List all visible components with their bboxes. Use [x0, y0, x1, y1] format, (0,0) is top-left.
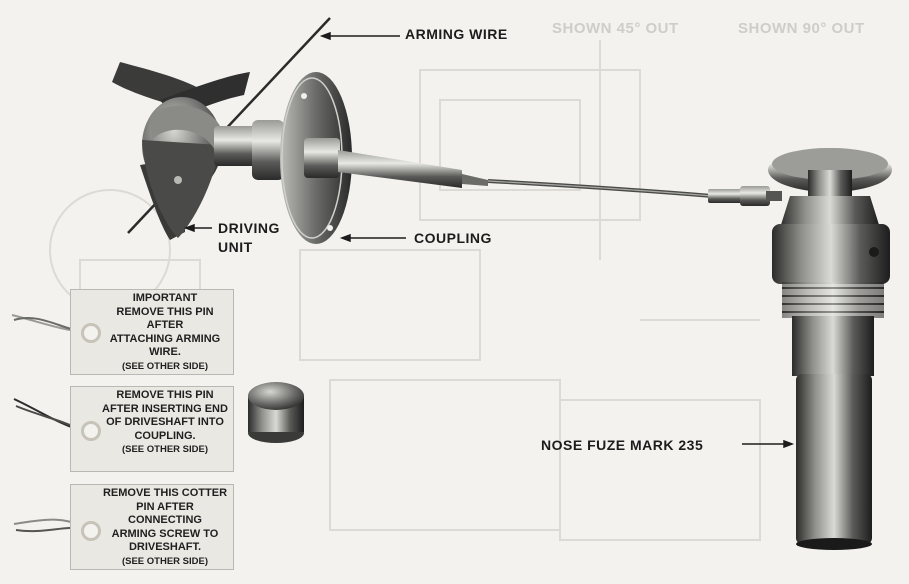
tag-hole: [81, 323, 101, 343]
tag-3-see-other-side: (SEE OTHER SIDE): [121, 555, 209, 567]
tag-2-line-1: REMOVE THIS PIN: [116, 389, 214, 401]
hub: [214, 126, 264, 166]
tag-hole: [81, 521, 101, 541]
collar: [252, 120, 284, 180]
instruction-tag-2: REMOVE THIS PIN AFTER INSERTING END OF D…: [70, 386, 234, 472]
nose-fuze-label: NOSE FUZE MARK 235: [541, 437, 704, 453]
coupling-label: COUPLING: [414, 230, 492, 246]
tag-3-line-2: PIN AFTER CONNECTING: [128, 500, 202, 527]
driving-unit-label-line1: DRIVING: [218, 220, 280, 236]
tag-3-line-1: REMOVE THIS COTTER: [102, 487, 228, 499]
nose-fuze-body: [768, 148, 892, 550]
driving-unit: [112, 62, 250, 240]
bg-text-45-out: SHOWN 45° OUT: [552, 20, 679, 37]
coupling-boss: [304, 138, 340, 178]
arming-wire-label: ARMING WIRE: [405, 26, 508, 42]
instruction-tag-1: IMPORTANT REMOVE THIS PIN AFTER ATTACHIN…: [70, 289, 234, 375]
tag-hole: [81, 421, 101, 441]
drive-shaft: [338, 150, 462, 188]
driving-unit-label-line2: UNIT: [218, 239, 253, 255]
tag-3-line-4: DRIVESHAFT.: [128, 541, 202, 553]
tag-1-line-2: REMOVE THIS PIN AFTER: [116, 305, 214, 332]
tag-1-see-other-side: (SEE OTHER SIDE): [121, 360, 209, 372]
loose-cap: [248, 382, 304, 443]
leader-lines: [183, 31, 795, 449]
tag-2-line-4: COUPLING.: [134, 429, 196, 442]
instruction-tag-3: REMOVE THIS COTTER PIN AFTER CONNECTING …: [70, 484, 234, 570]
tag-2-line-3: OF DRIVESHAFT INTO: [106, 416, 224, 428]
tag-1-line-3: ATTACHING ARMING: [109, 332, 221, 345]
tag-2-see-other-side: (SEE OTHER SIDE): [121, 444, 209, 455]
tag-3-line-3: ARMING SCREW TO: [111, 527, 219, 540]
tag-2-line-2: AFTER INSERTING END: [102, 402, 228, 415]
tag-1-line-4: WIRE.: [149, 346, 181, 358]
bg-text-90-out: SHOWN 90° OUT: [738, 20, 865, 37]
tag-1-line-1: IMPORTANT: [132, 292, 198, 304]
